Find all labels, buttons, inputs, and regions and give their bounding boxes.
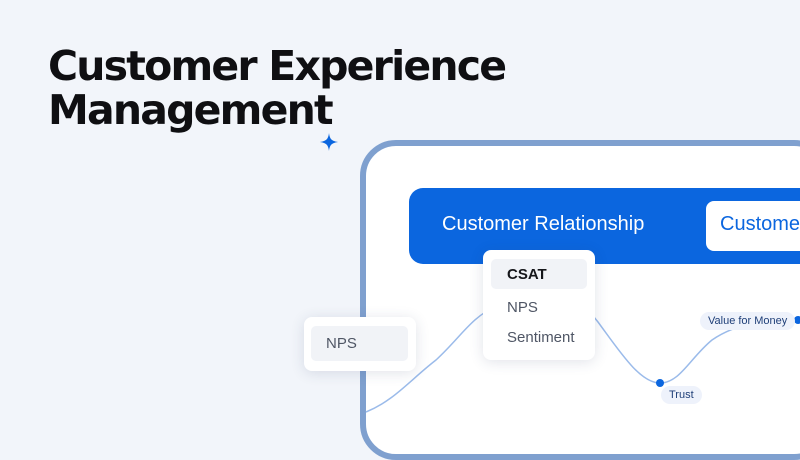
tab-customer-active[interactable]: Custome bbox=[706, 201, 800, 251]
device-frame: Customer Relationship Custome bbox=[360, 140, 800, 460]
trust-label: Trust bbox=[661, 386, 702, 404]
value-for-money-label: Value for Money bbox=[700, 312, 796, 330]
nps-card: NPS bbox=[304, 317, 416, 371]
metric-dropdown: CSAT NPS Sentiment bbox=[483, 250, 595, 360]
page-headline: Customer Experience Management bbox=[48, 42, 507, 134]
headline-line-2: Management bbox=[48, 86, 334, 134]
dropdown-item-csat[interactable]: CSAT bbox=[491, 259, 587, 289]
relationship-nav-bar: Customer Relationship Custome bbox=[409, 188, 800, 264]
tab-customer-relationship[interactable]: Customer Relationship bbox=[442, 213, 645, 235]
trust-point bbox=[656, 379, 664, 387]
nps-field[interactable]: NPS bbox=[311, 326, 408, 361]
sparkle-icon bbox=[320, 133, 338, 151]
value-for-money-point bbox=[794, 316, 800, 324]
dropdown-item-sentiment[interactable]: Sentiment bbox=[507, 329, 575, 346]
dropdown-item-nps[interactable]: NPS bbox=[507, 299, 538, 316]
headline-line-1: Customer Experience bbox=[48, 42, 507, 90]
